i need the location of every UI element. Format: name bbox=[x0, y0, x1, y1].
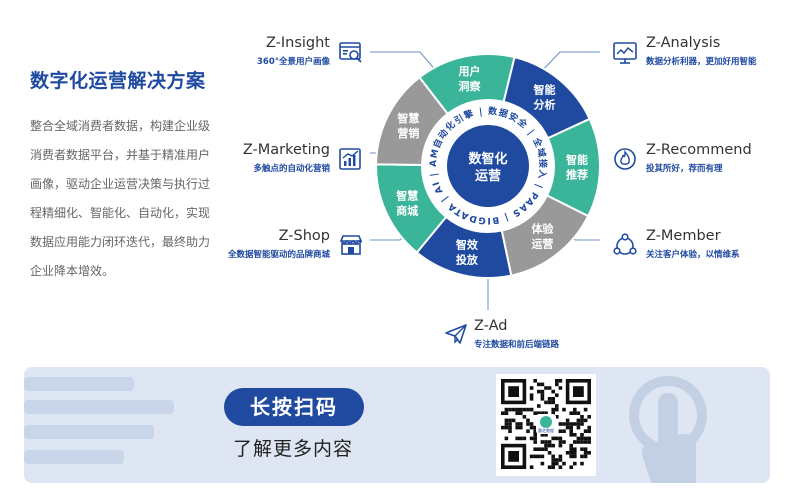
wheel-segment-label: 投放 bbox=[456, 252, 479, 266]
module-ad[interactable]: Z-Ad 专注数据和前后端链路 bbox=[474, 318, 559, 350]
module-marketing-subtitle: 多触点的自动化营销 bbox=[253, 164, 330, 174]
wheel-segment-label: 智慧 bbox=[397, 111, 419, 125]
wheel-center-label: 数智化 bbox=[468, 151, 507, 167]
module-ad-subtitle: 专注数据和前后端链路 bbox=[474, 340, 560, 350]
qr-code[interactable]: 晨芝数据 bbox=[496, 374, 596, 476]
qr-logo-label: 晨芝数据 bbox=[538, 427, 554, 433]
wheel-center bbox=[447, 125, 529, 207]
wheel-segment-label: 智能 bbox=[566, 152, 588, 166]
module-recommend[interactable]: Z-Recommend 投其所好，荐而有理 bbox=[646, 142, 752, 174]
member-network-icon bbox=[612, 232, 638, 258]
analytics-monitor-icon bbox=[612, 40, 638, 66]
decor-stripe bbox=[24, 450, 124, 464]
decor-stripe bbox=[24, 400, 174, 414]
wheel-segment-label: 用户 bbox=[458, 64, 480, 78]
module-analysis[interactable]: Z-Analysis 数据分析利器，更加好用智能 bbox=[646, 35, 757, 67]
cta-banner: 长按扫码 了解更多内容 晨芝数据 bbox=[24, 367, 770, 483]
description: 整合全域消费者数据，构建企业级消费者数据平台，并基于精准用户画像，驱动企业运营决… bbox=[30, 119, 211, 278]
wheel-segment-label: 商城 bbox=[396, 203, 418, 217]
cta-subtitle: 了解更多内容 bbox=[233, 438, 354, 460]
flame-icon bbox=[612, 146, 638, 172]
module-member[interactable]: Z-Member 关注客户体验，以情维系 bbox=[646, 228, 740, 260]
module-analysis-name: Z-Analysis bbox=[646, 35, 721, 51]
web-search-icon bbox=[338, 40, 364, 66]
store-icon bbox=[338, 232, 364, 258]
decor-stripe bbox=[24, 425, 154, 439]
module-ad-name: Z-Ad bbox=[474, 318, 508, 334]
decor-stripe bbox=[24, 377, 134, 391]
module-recommend-name: Z-Recommend bbox=[646, 142, 752, 158]
wheel-segment-label: 智慧 bbox=[396, 188, 418, 202]
module-member-name: Z-Member bbox=[646, 228, 721, 244]
tap-hand-icon bbox=[629, 376, 707, 483]
wheel-segment-label: 智效 bbox=[456, 237, 479, 251]
module-member-subtitle: 关注客户体验，以情维系 bbox=[646, 250, 740, 260]
scan-button[interactable]: 长按扫码 bbox=[224, 388, 364, 426]
module-recommend-subtitle: 投其所好，荐而有理 bbox=[646, 164, 723, 174]
wheel-segment-label: 运营 bbox=[531, 236, 553, 250]
wheel-segment-label: 分析 bbox=[534, 97, 556, 111]
paper-plane-icon bbox=[443, 321, 469, 347]
module-insight[interactable]: Z-Insight 360°全景用户画像 bbox=[257, 35, 330, 67]
page-title: 数字化运营解决方案 bbox=[30, 70, 206, 92]
wheel-segment-label: 智能 bbox=[534, 82, 556, 96]
module-shop-subtitle: 全数据智能驱动的品牌商城 bbox=[227, 250, 330, 260]
wheel-segment-label: 体验 bbox=[531, 221, 554, 235]
growth-chart-icon bbox=[338, 146, 364, 172]
wheel-segment-label: 营销 bbox=[397, 126, 419, 140]
wheel-segment-label: 洞察 bbox=[458, 79, 481, 93]
wheel-segment-label: 推荐 bbox=[566, 167, 588, 181]
module-shop[interactable]: Z-Shop 全数据智能驱动的品牌商城 bbox=[228, 228, 330, 260]
module-insight-name: Z-Insight bbox=[265, 35, 330, 51]
wheel-center-label: 运营 bbox=[475, 168, 501, 184]
module-insight-subtitle: 360°全景用户画像 bbox=[257, 57, 330, 67]
module-marketing-name: Z-Marketing bbox=[242, 142, 330, 158]
module-analysis-subtitle: 数据分析利器，更加好用智能 bbox=[646, 57, 757, 67]
module-shop-name: Z-Shop bbox=[278, 228, 330, 244]
wheel-segment[interactable] bbox=[374, 75, 450, 167]
module-marketing[interactable]: Z-Marketing 多触点的自动化营销 bbox=[243, 142, 330, 174]
